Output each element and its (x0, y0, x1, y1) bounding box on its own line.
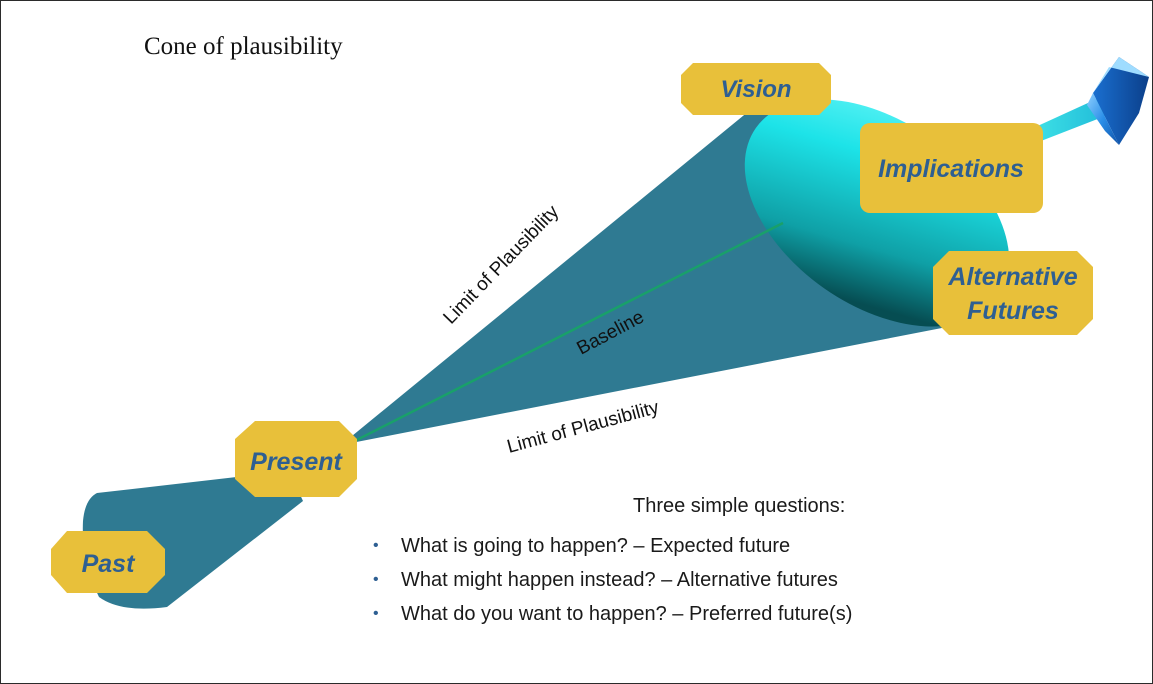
bullet-icon: • (373, 605, 379, 622)
questions-block: Three simple questions: • What is going … (373, 495, 973, 631)
present-badge: Present (235, 421, 357, 497)
bullet-icon: • (373, 537, 379, 554)
vision-badge: Vision (681, 63, 831, 115)
implications-label: Implications (878, 155, 1024, 183)
list-item: • What is going to happen? – Expected fu… (373, 529, 973, 563)
bullet-icon: • (373, 571, 379, 588)
baseline-line (342, 221, 784, 449)
question-text: What do you want to happen? – Preferred … (401, 603, 853, 625)
alternative-futures-line1: Alternative (947, 263, 1077, 291)
alternative-futures-badge: Alternative Futures (933, 251, 1093, 335)
list-item: • What might happen instead? – Alternati… (373, 563, 973, 597)
implications-badge: Implications (860, 123, 1043, 213)
vision-label: Vision (720, 76, 791, 103)
diagram-title: Cone of plausibility (144, 33, 343, 60)
future-arrow-icon (1087, 57, 1149, 145)
questions-heading: Three simple questions: (633, 495, 846, 517)
question-text: What might happen instead? – Alternative… (401, 569, 838, 591)
list-item: • What do you want to happen? – Preferre… (373, 597, 973, 631)
alternative-futures-line2: Futures (967, 297, 1059, 325)
past-label: Past (82, 550, 136, 578)
question-text: What is going to happen? – Expected futu… (401, 535, 791, 557)
past-badge: Past (51, 531, 165, 593)
present-label: Present (250, 448, 343, 476)
question-list: • What is going to happen? – Expected fu… (373, 529, 973, 631)
